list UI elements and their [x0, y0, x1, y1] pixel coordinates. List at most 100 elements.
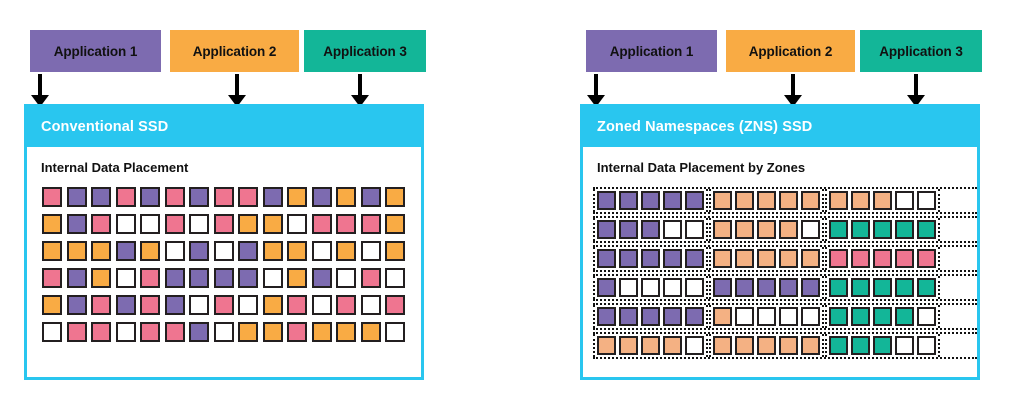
application-row-left: Application 1 Application 2 Application … [30, 30, 426, 72]
arrow-app3-to-ssd [351, 74, 369, 107]
application-box-3[interactable]: Application 3 [304, 30, 426, 72]
zone-band [593, 303, 977, 330]
data-block-orange [140, 241, 160, 261]
conventional-data-placement-grid [42, 187, 421, 342]
data-block-white [917, 307, 936, 326]
data-block-pink [140, 295, 160, 315]
data-block-pink [213, 214, 234, 234]
data-block-peach [713, 249, 732, 268]
application-box-1-label: Application 1 [53, 43, 138, 59]
data-block-peach [713, 191, 732, 210]
application-box-2[interactable]: Application 2 [170, 30, 299, 72]
data-block-teal [895, 220, 914, 239]
zone-group [825, 305, 940, 328]
data-block-purple [801, 278, 820, 297]
data-block-peach [873, 191, 892, 210]
data-block-white [360, 295, 381, 315]
data-block-pink [66, 322, 87, 342]
data-block-pink [829, 249, 848, 268]
data-block-orange [66, 241, 87, 261]
data-block-white [663, 278, 682, 297]
data-block-peach [757, 336, 776, 355]
data-block-purple [663, 191, 682, 210]
grid-row [42, 268, 421, 288]
data-block-peach [663, 336, 682, 355]
zns-data-placement-grid [593, 187, 977, 361]
zone-group [593, 334, 708, 357]
application-row-right: Application 1 Application 2 Application … [586, 30, 982, 72]
data-block-pink [336, 295, 356, 315]
data-block-purple [189, 241, 209, 261]
data-block-white [287, 214, 307, 234]
data-block-orange [385, 241, 405, 261]
data-block-purple [685, 249, 704, 268]
zns-application-box-3[interactable]: Application 3 [860, 30, 982, 72]
data-block-orange [42, 214, 62, 234]
data-block-white [619, 278, 638, 297]
data-block-white [262, 268, 283, 288]
data-block-peach [779, 336, 798, 355]
data-block-purple [140, 187, 160, 207]
data-block-orange [262, 322, 283, 342]
data-block-peach [735, 249, 754, 268]
zone-group [825, 189, 940, 212]
data-block-orange [311, 322, 332, 342]
data-block-white [685, 336, 704, 355]
data-block-purple [115, 241, 136, 261]
data-block-orange [238, 322, 258, 342]
zone-group [593, 305, 708, 328]
zone-group [709, 247, 824, 270]
data-block-white [189, 214, 209, 234]
data-block-white [685, 278, 704, 297]
data-block-white [164, 241, 185, 261]
zone-band [593, 245, 977, 272]
data-block-white [140, 214, 160, 234]
data-block-white [385, 322, 405, 342]
arrow-zns-app3-to-ssd [907, 74, 925, 107]
data-block-orange [287, 241, 307, 261]
data-block-pink [91, 295, 111, 315]
data-block-pink [213, 295, 234, 315]
data-block-pink [385, 295, 405, 315]
zone-group [825, 218, 940, 241]
data-block-pink [42, 187, 62, 207]
data-block-peach [779, 249, 798, 268]
data-block-pink [164, 187, 185, 207]
data-block-purple [91, 187, 111, 207]
data-block-orange [262, 214, 283, 234]
conventional-ssd-box: Conventional SSD Internal Data Placement [24, 104, 424, 380]
data-block-white [685, 220, 704, 239]
data-block-teal [829, 220, 848, 239]
data-block-teal [851, 336, 870, 355]
data-block-white [663, 220, 682, 239]
data-block-teal [873, 336, 892, 355]
data-block-purple [685, 307, 704, 326]
data-block-peach [713, 336, 732, 355]
data-block-white [238, 295, 258, 315]
zns-application-box-2[interactable]: Application 2 [726, 30, 855, 72]
data-block-teal [851, 278, 870, 297]
data-block-orange [262, 295, 283, 315]
data-block-peach [735, 336, 754, 355]
data-block-purple [311, 268, 332, 288]
zns-ssd-panel: Application 1 Application 2 Application … [564, 0, 1004, 416]
grid-row [42, 322, 421, 342]
data-block-peach [735, 220, 754, 239]
data-block-purple [619, 220, 638, 239]
data-block-white [213, 241, 234, 261]
application-box-2-label: Application 2 [192, 43, 277, 59]
data-block-pink [336, 214, 356, 234]
zns-application-box-1[interactable]: Application 1 [586, 30, 717, 72]
data-block-pink [42, 268, 62, 288]
data-block-orange [360, 322, 381, 342]
data-block-peach [801, 191, 820, 210]
data-block-pink [311, 214, 332, 234]
grid-row [42, 241, 421, 261]
zone-band [593, 274, 977, 301]
data-block-white [385, 268, 405, 288]
data-block-teal [851, 307, 870, 326]
application-box-1[interactable]: Application 1 [30, 30, 161, 72]
grid-row [42, 214, 421, 234]
data-block-teal [895, 307, 914, 326]
